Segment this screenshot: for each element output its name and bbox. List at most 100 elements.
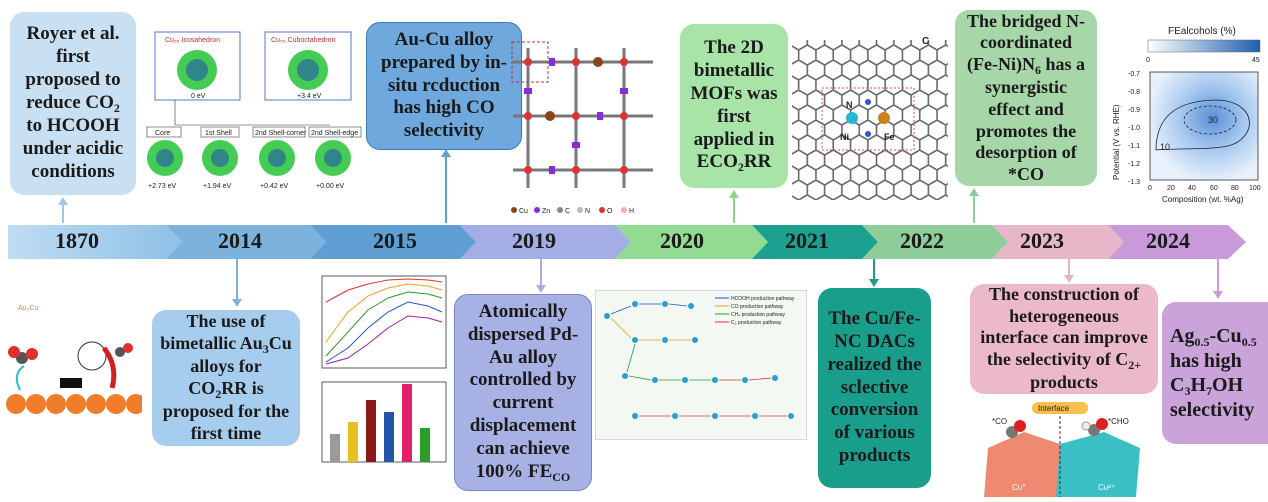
interface-label: Interface <box>1038 404 1070 413</box>
svg-text:100: 100 <box>1249 185 1261 192</box>
svg-text:N: N <box>585 208 590 215</box>
interface-svg: Interface *CO *CHO Cu° Cu²⁺ <box>984 402 1140 497</box>
mof-legend: Cu Zn C N O H <box>511 207 634 215</box>
year-2014: 2014 <box>218 228 262 253</box>
fe-plots-svg <box>321 275 447 463</box>
heatmap-xlabel: Composition (wt. %Ag) <box>1162 195 1244 204</box>
year-2020: 2020 <box>660 228 704 253</box>
svg-text:-0.8: -0.8 <box>1128 89 1140 96</box>
heatmap-title: FEalcohols (%) <box>1168 26 1236 37</box>
svg-text:Cu: Cu <box>519 208 528 215</box>
svg-text:CH₄ production pathway: CH₄ production pathway <box>731 312 786 318</box>
contour-30-label: 30 <box>1208 115 1218 125</box>
interface-co: *CO <box>992 417 1007 426</box>
energy-cuboctahedron: +3.4 eV <box>297 93 322 100</box>
svg-text:+0.00 eV: +0.00 eV <box>316 183 345 190</box>
svg-text:2nd Shell-edge: 2nd Shell-edge <box>311 130 358 137</box>
connector-2014 <box>236 259 238 299</box>
connector-2019-arrowhead <box>536 285 546 293</box>
interface-left-label: Cu° <box>1012 483 1025 492</box>
graphene-svg: C N Ni Fe <box>792 36 948 200</box>
graphene-label-n: N <box>846 100 853 110</box>
svg-text:O: O <box>607 208 613 215</box>
connector-2015 <box>445 155 447 223</box>
graphene-label-fe: Fe <box>884 132 895 142</box>
au3cu-figure: Au₃Cu <box>2 298 146 428</box>
connector-2019 <box>540 259 542 285</box>
heatmap-ylabel: Potential (V vs. RHE) <box>1112 104 1121 180</box>
svg-text:-0.7: -0.7 <box>1128 71 1140 78</box>
heatmap-yticks: -0.7 -0.8 -0.9 -1.0 -1.1 -1.2 -1.3 <box>1128 71 1140 186</box>
connector-2024-arrowhead <box>1213 291 1223 299</box>
connector-2021-arrowhead <box>869 279 879 287</box>
svg-text:+1.94 eV: +1.94 eV <box>203 183 232 190</box>
year-2015: 2015 <box>373 228 417 253</box>
year-2024: 2024 <box>1146 228 1190 253</box>
timeline-segment-2023 <box>992 225 1124 259</box>
cluster-figure: Cu₅₅ Icosahedron Cu₅₅ Cuboctahedron 0 eV… <box>145 30 363 205</box>
svg-text:HCOOH production pathway: HCOOH production pathway <box>731 296 795 302</box>
timeline-segment-2015 <box>310 225 476 259</box>
year-2022: 2022 <box>900 228 944 253</box>
connector-1870-arrowhead <box>58 197 68 205</box>
year-2019: 2019 <box>512 228 556 253</box>
timeline-segment-2019 <box>460 225 631 259</box>
timeline-segment-2022 <box>862 225 1008 259</box>
graphene-figure: C N Ni Fe <box>790 30 950 202</box>
bar-1 <box>330 434 340 462</box>
event-box-2022: The bridged N-coordinated (Fe-Ni)N6 has … <box>955 10 1097 186</box>
heatmap-svg: FEalcohols (%) 0 45 30 10 -0.7 -0.8 -0.9… <box>1112 26 1261 204</box>
svg-text:H: H <box>629 208 634 215</box>
connector-2020 <box>733 196 735 223</box>
event-text-2020: The 2D bimetallic MOFs was first applied… <box>690 37 778 175</box>
timeline-bar <box>8 225 1246 259</box>
event-box-2015: Au-Cu alloy prepared by in-situ rcductio… <box>366 22 522 150</box>
timeline-segment-2014 <box>166 225 326 259</box>
bar-5 <box>402 384 412 462</box>
heatmap-cbar-min: 0 <box>1146 57 1150 64</box>
heatmap-xticks: 0 20 40 60 80 100 <box>1148 185 1261 192</box>
au3cu-svg: Au₃Cu <box>6 305 146 414</box>
connector-2021 <box>873 259 875 279</box>
event-text-2014: The use of bimetallic Au3Cu alloys for C… <box>160 311 292 443</box>
svg-text:20: 20 <box>1167 185 1175 192</box>
timeline-segment-2024 <box>1108 225 1246 259</box>
event-box-2019: Atomically dispersed Pd-Au alloy control… <box>454 294 592 491</box>
energy-icosahedron: 0 eV <box>191 93 206 100</box>
connector-2023 <box>1068 259 1070 275</box>
svg-text:Zn: Zn <box>542 208 550 215</box>
event-box-2021: The Cu/Fe-NC DACs realized the sclective… <box>818 288 931 488</box>
timeline-segment-1870 <box>8 225 182 259</box>
timeline-segment-2021 <box>752 225 878 259</box>
svg-text:-0.9: -0.9 <box>1128 107 1140 114</box>
interface-right-label: Cu²⁺ <box>1098 483 1115 492</box>
svg-text:-1.3: -1.3 <box>1128 179 1140 186</box>
event-box-2020: The 2D bimetallic MOFs was first applied… <box>680 24 788 188</box>
svg-text:60: 60 <box>1210 185 1218 192</box>
cluster-cell-core: Core+2.73 eV <box>146 126 183 190</box>
graphene-label-c: C <box>922 36 929 47</box>
contour-30 <box>1183 105 1237 135</box>
event-box-1870: Royer et al. first proposed to reduce CO… <box>10 12 136 195</box>
connector-2014-arrowhead <box>232 299 242 307</box>
bar-3 <box>366 400 376 462</box>
event-text-2023: The construction of heterogeneous interf… <box>980 284 1148 393</box>
svg-text:-1.2: -1.2 <box>1128 161 1140 168</box>
event-text-2022: The bridged N-coordinated (Fe-Ni)N6 has … <box>966 10 1085 184</box>
cluster-svg: Cu₅₅ Icosahedron Cu₅₅ Cuboctahedron 0 eV… <box>146 31 362 190</box>
connector-2022-arrowhead <box>969 188 979 196</box>
connector-2020-arrowhead <box>729 190 739 198</box>
bar-2 <box>348 422 358 462</box>
pathway-figure: HCOOH production pathway CO production p… <box>594 289 808 441</box>
svg-text:C: C <box>565 208 570 215</box>
svg-text:CO production pathway: CO production pathway <box>731 304 784 310</box>
event-text-2021: The Cu/Fe-NC DACs realized the sclective… <box>827 308 922 466</box>
pathway-svg: HCOOH production pathway CO production p… <box>594 289 808 441</box>
interface-cho: *CHO <box>1108 417 1129 426</box>
contour-10 <box>1155 99 1250 151</box>
label-icosahedron: Cu₅₅ Icosahedron <box>165 37 220 44</box>
svg-text:+2.73 eV: +2.73 eV <box>148 183 177 190</box>
timeline-segment-2020 <box>615 225 768 259</box>
svg-text:+0.42 eV: +0.42 eV <box>260 183 289 190</box>
pathway-legend: HCOOH production pathway CO production p… <box>715 296 795 326</box>
